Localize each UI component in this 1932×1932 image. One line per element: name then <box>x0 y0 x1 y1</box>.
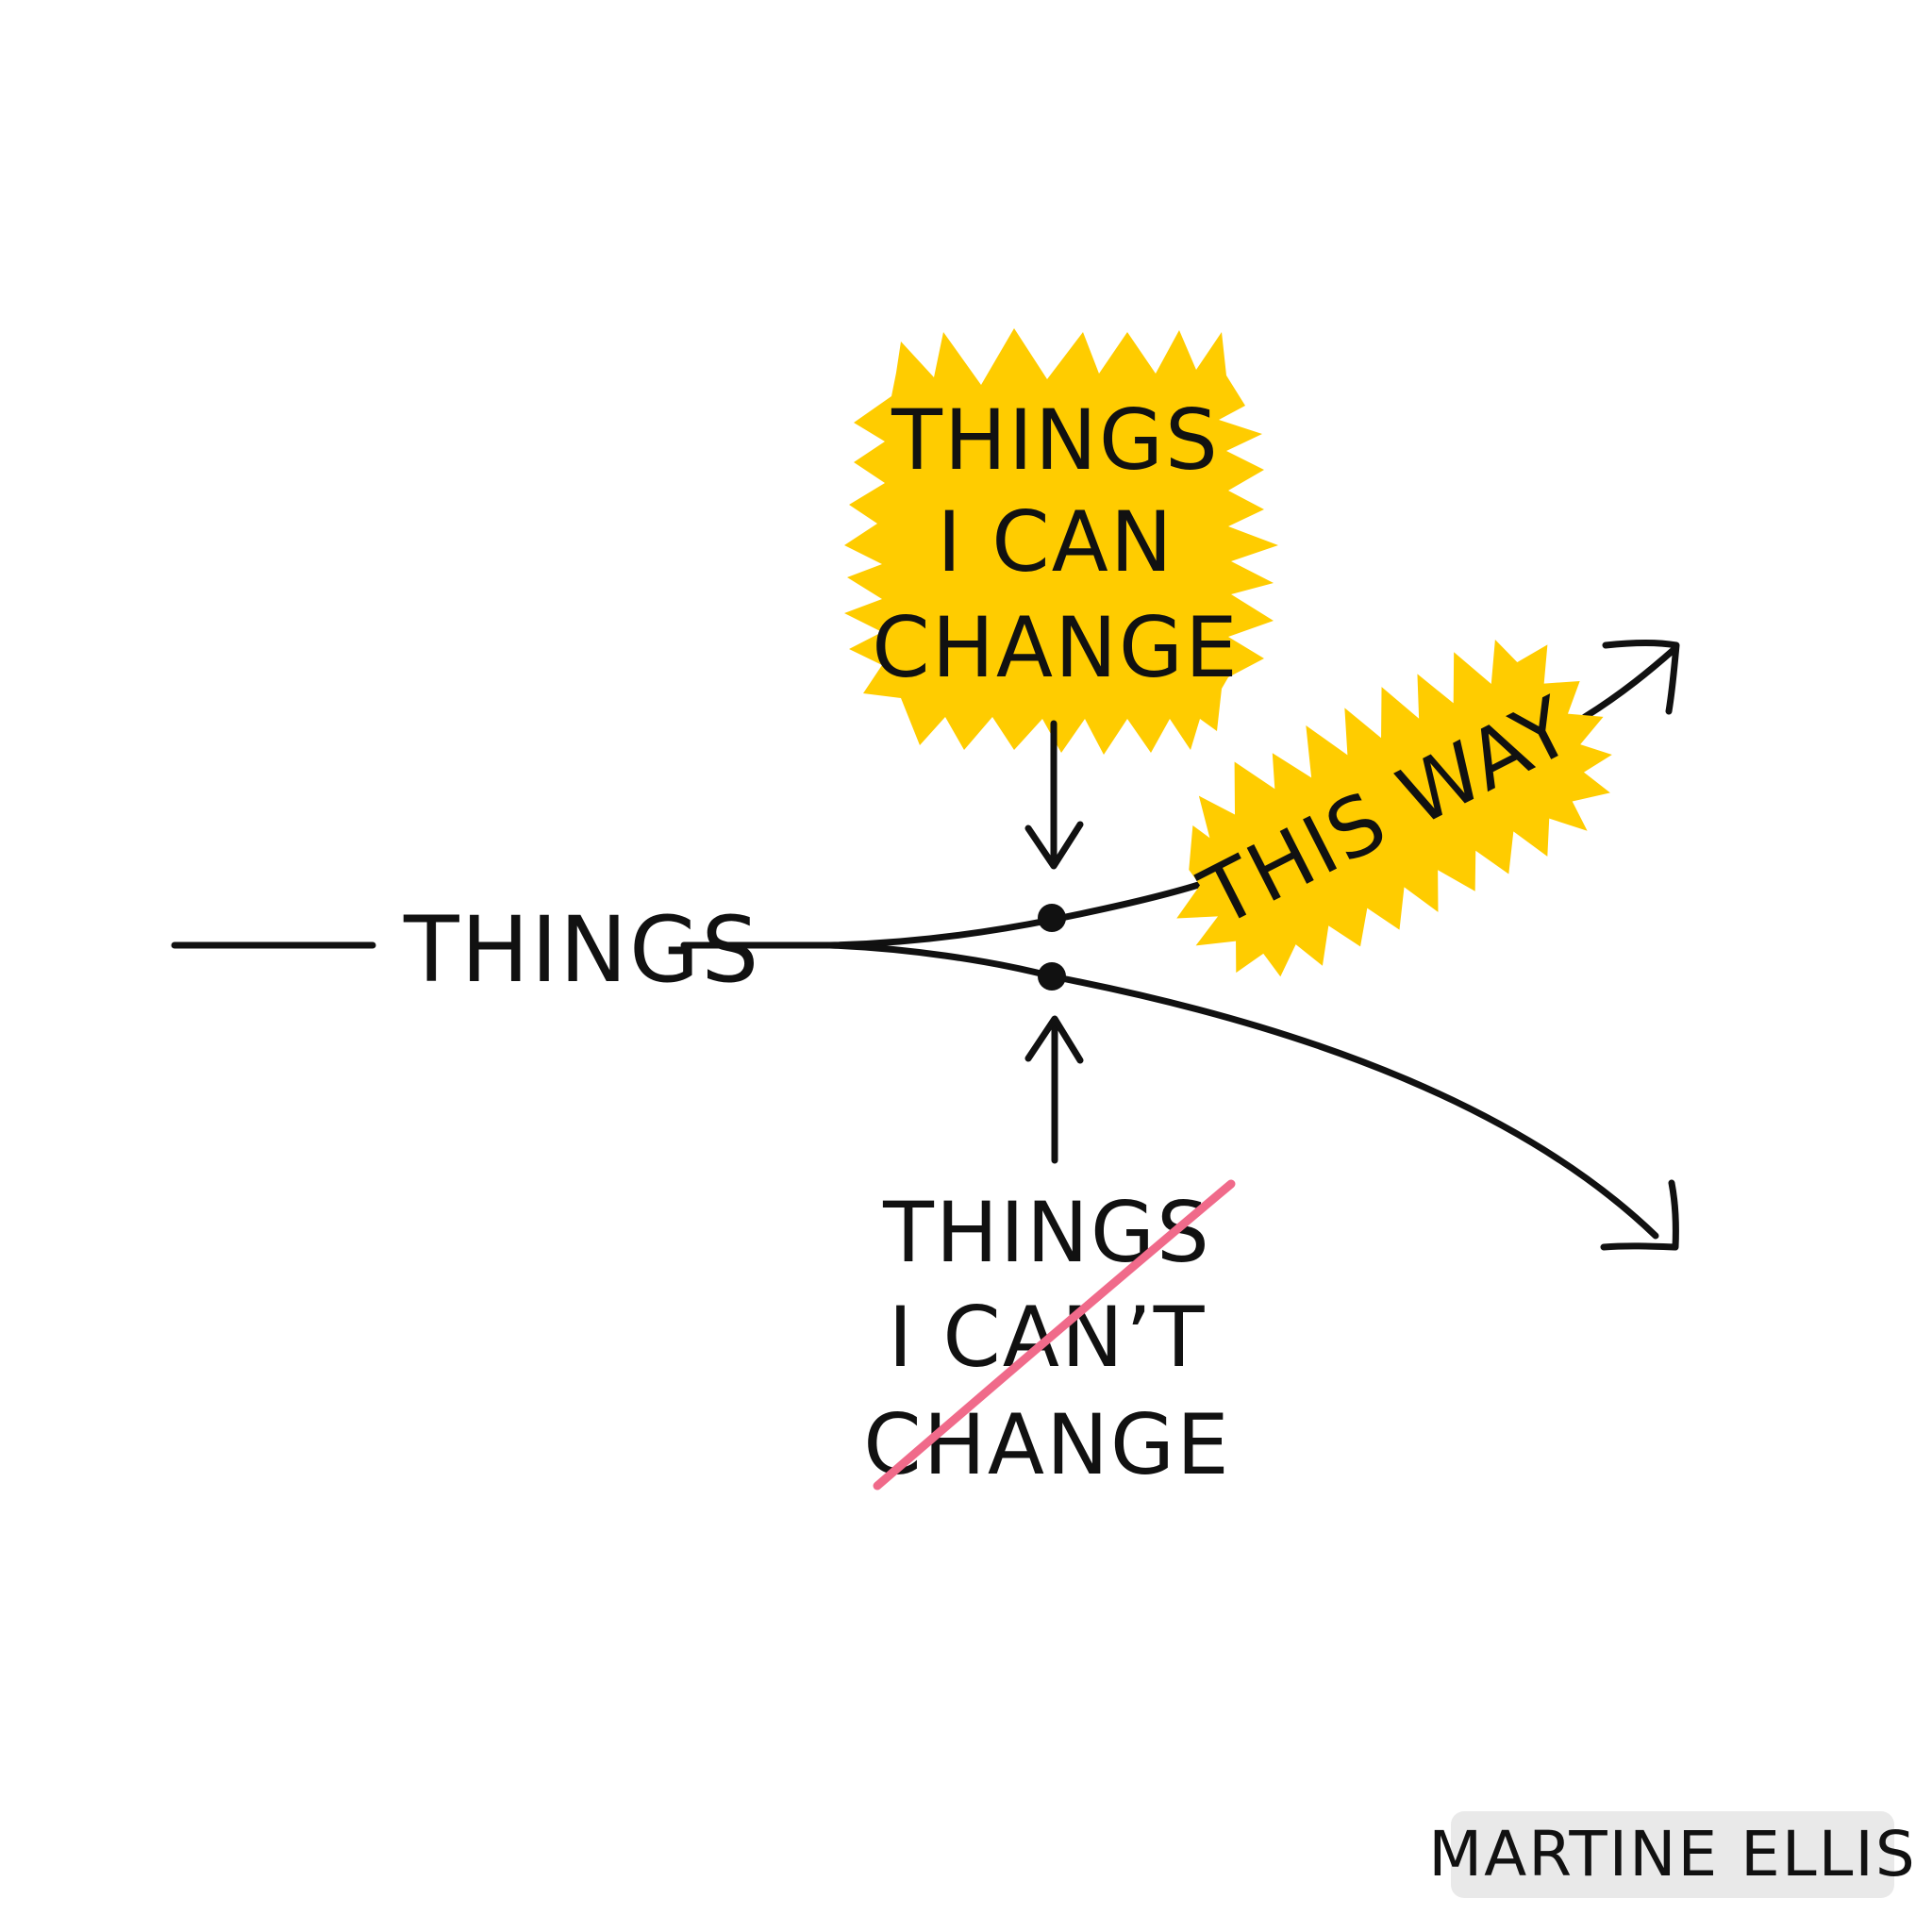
cant-change-line1: THINGS <box>882 1184 1211 1281</box>
upper-arrowhead <box>1602 639 1680 715</box>
upper-branch-dot <box>1038 904 1066 932</box>
upper-branch-line-end <box>1581 645 1678 721</box>
credit-label: MARTINE ELLIS <box>1428 1818 1917 1890</box>
lower-arrowhead <box>1600 1179 1679 1251</box>
this-way-burst <box>1176 640 1612 977</box>
credit-badge-bg <box>1451 1811 1894 1898</box>
strike-through-line <box>873 1179 1236 1491</box>
lower-branch-dot <box>1038 962 1066 991</box>
down-arrow-head <box>1024 821 1084 870</box>
start-label: THINGS <box>403 897 760 1003</box>
can-change-burst <box>844 328 1278 755</box>
lower-branch-line <box>826 941 1659 1240</box>
can-change-line1: THINGS <box>891 391 1220 489</box>
upper-branch-line <box>826 878 1211 949</box>
can-change-line3: CHANGE <box>872 599 1239 696</box>
can-change-line2: I CAN <box>937 493 1174 591</box>
up-arrow-head <box>1024 1015 1084 1064</box>
